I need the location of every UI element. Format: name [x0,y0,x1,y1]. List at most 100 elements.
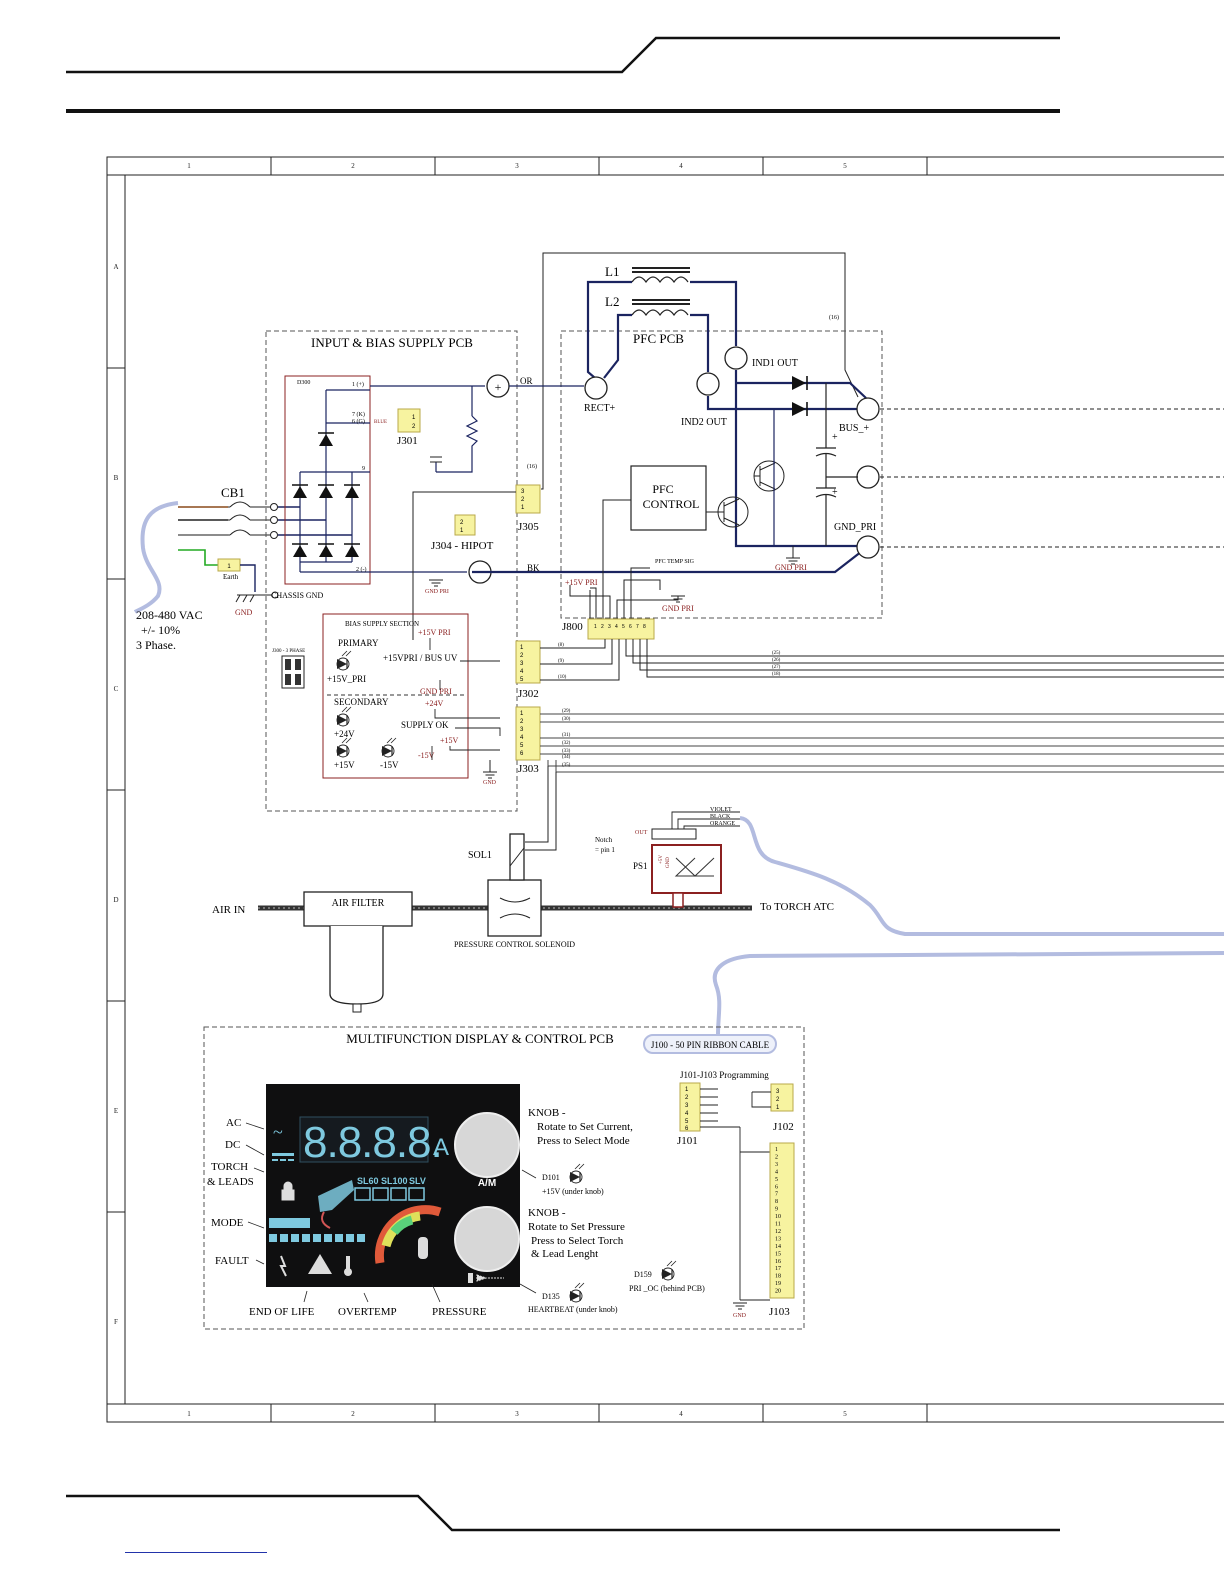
j800-pin: 6 [629,624,632,630]
supply-phase: 3 Phase. [136,638,176,652]
j103-pin: 6 [775,1184,778,1190]
wire-black: BLACK [710,814,731,820]
display-pcb-title: MULTIFUNCTION DISPLAY & CONTROL PCB [346,1031,614,1046]
pfc-gnd-pri: GND PRI [775,563,807,572]
overtemp-warning-icon [308,1254,332,1274]
wire-27: (27) [772,665,781,670]
j101-pin: 5 [685,1119,689,1125]
thermometer-icon [346,1256,350,1270]
pfc-control-block [630,465,707,531]
knob1-line2: Rotate to Set Current, [537,1121,633,1133]
sol1-wire-b [525,772,557,851]
torch-label-line1: TORCH [211,1161,248,1173]
j103-pin: 14 [775,1244,781,1250]
j101-pin: 6 [685,1126,689,1132]
j303-pin: 3 [520,727,524,733]
led-24v-icon [336,706,352,727]
bias-gnd-pri: GND PRI [420,687,452,696]
j101-pin: 3 [685,1103,689,1109]
air-filter-bowl [329,926,384,1005]
grid-row-b: B [114,474,119,482]
j302-pin: 4 [520,669,524,675]
d300-pin-7: 7 (K) [352,411,365,418]
led-minus15v-icon [381,737,397,758]
programming-label: J101-J103 Programming [680,1070,769,1080]
bias-primary-label: PRIMARY [338,638,379,648]
j103-gnd-symbol [732,1302,748,1310]
j300-label: J300 - 3 PHASE [272,649,305,654]
air-filter-label: AIR FILTER [332,898,385,909]
footer-link-underline [125,1550,267,1553]
j800-connector [587,618,655,640]
pressure-label: PRESSURE [432,1306,487,1318]
to-torch-label: To TORCH ATC [760,901,834,913]
wire-violet: VIOLET [710,807,732,813]
j304-label: J304 - HIPOT [431,540,494,552]
bus-mid-terminal [856,465,880,489]
supply-voltage: 208-480 VAC [136,608,203,622]
wire-16-top: (16) [829,314,839,321]
j302-label: J302 [518,688,539,700]
knob2-line3: Press to Select Torch [531,1235,624,1247]
earth-label: Earth [223,573,239,581]
j303-pin: 6 [520,751,524,757]
j101-pin: 2 [685,1095,689,1101]
pfc-gnd-pri-lower: GND PRI [662,604,694,613]
j800-pin: 2 [601,624,604,630]
wire-18: (18) [772,672,781,677]
d300-pin-2: 2 (-) [356,566,367,573]
svg-text:+: + [832,487,838,498]
grid-col-4: 4 [679,162,683,170]
pfc-15v-pri: +15V PRI [565,578,598,587]
ps1-connector [651,828,697,840]
bus-plus-terminal [856,397,880,421]
solenoid-body [487,879,542,937]
header-rules [66,36,1060,113]
wire-33: (33) [562,749,571,754]
notch-line2: = pin 1 [595,846,615,854]
led-15v-icon [336,737,352,758]
j800-pin: 1 [594,624,597,630]
l2-label: L2 [605,294,619,309]
bias-plus15: +15V [440,736,459,745]
ind1-out-label: IND1 OUT [752,358,798,369]
j800-label: J800 [562,621,583,633]
d300-pin-6: 6 (G) [352,418,365,425]
j103-pin: 2 [775,1154,778,1160]
pfc-temp-sig: PFC TEMP SIG [655,559,695,565]
bias-led-15v-pri: +15V_PRI [327,674,366,684]
wire-34: (34) [562,755,571,760]
j301-connector [397,408,421,433]
grid-labels: 1 2 3 4 5 1 2 3 4 5 A B C D E F [113,162,847,1418]
j800-wiring [569,499,679,620]
wire-35: (35) [562,763,571,768]
grid-row-f: F [114,1318,118,1326]
j103-pin: 8 [775,1199,778,1205]
mode-label: MODE [211,1217,244,1229]
j103-pin: 20 [775,1289,781,1295]
j103-pin: 10 [775,1214,781,1220]
j800-pin: 7 [636,624,639,630]
display-pcb-outline [203,1026,805,1330]
ps1-cable [739,816,1224,936]
j102-pin: 1 [776,1105,780,1111]
pressure-knob[interactable] [454,1206,520,1272]
j103-pin: 19 [775,1281,781,1287]
grid-col-3: 3 [515,162,519,170]
knob2-line1: KNOB - [528,1207,566,1219]
current-knob[interactable] [454,1112,520,1178]
sol1-label: SOL1 [468,850,492,861]
j305-pin: 2 [521,497,525,503]
overtemp-label: OVERTEMP [338,1306,397,1318]
grid-row-e: E [114,1107,118,1115]
j103-pin: 1 [775,1147,778,1153]
grid-col-4-bottom: 4 [679,1410,683,1418]
j103-pin: 3 [775,1162,778,1168]
end-of-life-label: END OF LIFE [249,1306,315,1318]
bias-minus15: -15V [418,751,435,760]
bias-led-m15: -15V [380,760,399,770]
svg-text:1: 1 [227,564,231,570]
pfc-control-line1: PFC [652,482,673,496]
knob1-line3: Press to Select Mode [537,1135,630,1147]
